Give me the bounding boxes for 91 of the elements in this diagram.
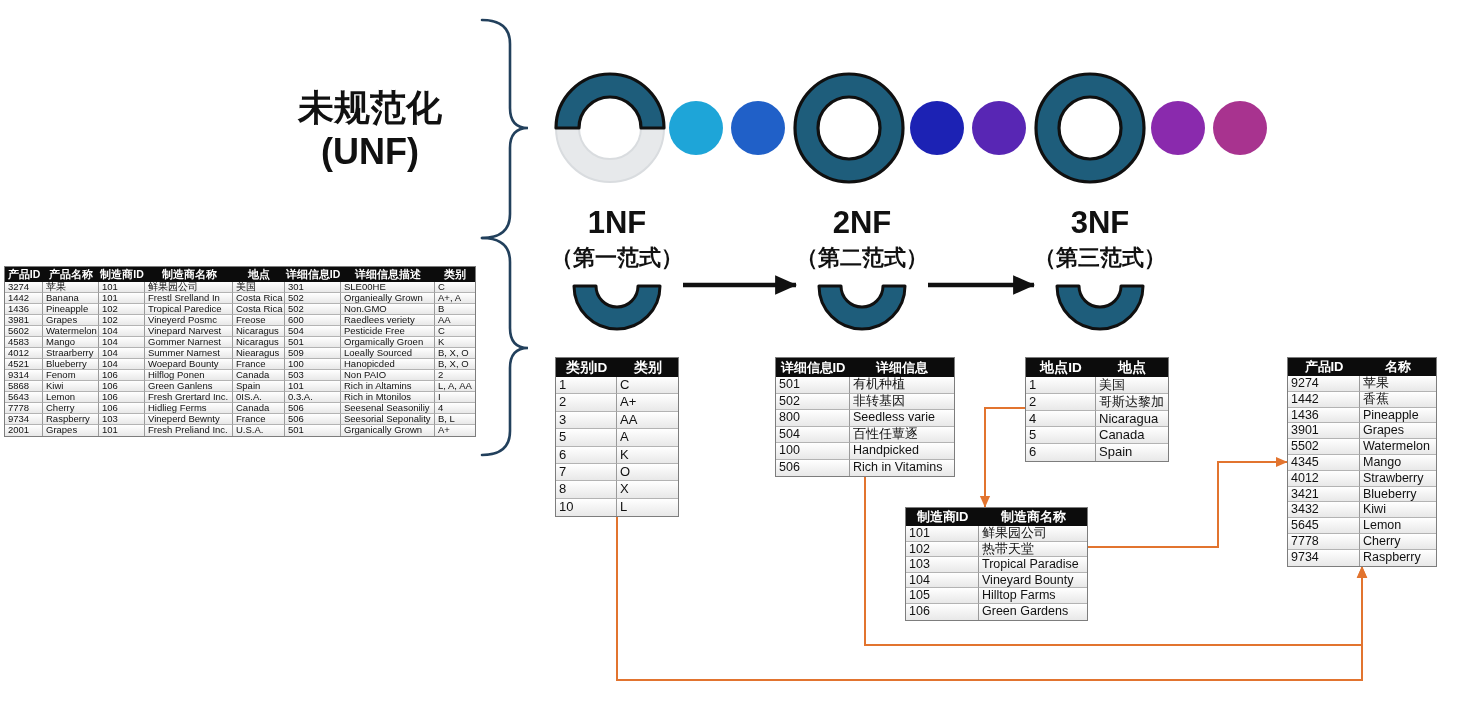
column-header: 详细信息描述 [341, 267, 435, 282]
table-cell: C [435, 326, 475, 337]
table-cell: 501 [285, 425, 341, 436]
stage-title: 1NF [587, 205, 647, 241]
column-header: 制造商名称 [979, 508, 1087, 526]
stage-title: 2NF [832, 205, 892, 241]
table-cell: B, L [435, 414, 475, 425]
table-cell: A+ [617, 394, 678, 412]
table-cell: Canada [1096, 427, 1168, 445]
arrow [864, 476, 1368, 646]
table-cell: 1 [1026, 377, 1096, 394]
table-cell: Lemon [1360, 518, 1436, 534]
table-cell: C [435, 282, 475, 293]
table-cell: 2 [556, 394, 617, 412]
table-cell: X [617, 481, 678, 499]
data-table [1025, 357, 1169, 462]
table-cell: 5502 [1288, 439, 1360, 455]
table-cell: 105 [906, 588, 979, 604]
table-cell: 9274 [1288, 376, 1360, 392]
stage-subtitle: （第二范式） [796, 244, 928, 272]
table-cell: 100 [776, 443, 850, 460]
column-header: 地点 [233, 267, 285, 282]
table-cell: Tropical Paradise [979, 557, 1087, 573]
column-header: 产品名称 [43, 267, 99, 282]
column-header: 制造商ID [99, 267, 145, 282]
table-cell: 101 [906, 526, 979, 542]
table-cell: I [435, 392, 475, 403]
table-cell: 8 [556, 481, 617, 499]
column-header: 详细信息 [850, 358, 954, 377]
table-cell: Watermelon [1360, 439, 1436, 455]
table-cell: Seedless varie [850, 410, 954, 427]
column-header: 产品ID [5, 267, 43, 282]
table-cell: Kiwi [1360, 502, 1436, 519]
column-header: 详细信息ID [776, 358, 850, 377]
column-header: 制造商名称 [145, 267, 233, 282]
column-header: 详细信息ID [285, 267, 341, 282]
column-header: 制造商ID [906, 508, 979, 526]
data-table [1287, 357, 1437, 567]
table-cell: 800 [776, 410, 850, 427]
table-cell: 101 [99, 425, 145, 436]
table-cell: AA [435, 315, 475, 326]
table-cell: 5 [1026, 427, 1096, 445]
section-heading: 未规范化 (UNF) [297, 86, 443, 174]
table-cell: 3432 [1288, 502, 1360, 519]
column-header: 产品ID [1288, 358, 1360, 376]
table-cell: Hilltop Farms [979, 588, 1087, 604]
column-header: 类别 [435, 267, 475, 282]
table-cell: Handpicked [850, 443, 954, 460]
table-cell: 5645 [1288, 518, 1360, 534]
table-cell: 6 [1026, 444, 1096, 461]
table-cell: A+, A [435, 293, 475, 304]
table-cell: 5 [556, 429, 617, 447]
column-header: 地点 [1096, 358, 1168, 377]
arrow [979, 407, 1026, 508]
table-cell: 苹果 [1360, 376, 1436, 392]
table-cell: U.S.A. [233, 425, 285, 436]
table-cell: Spain [1096, 444, 1168, 461]
table-cell: C [617, 377, 678, 395]
table-cell: 1 [556, 377, 617, 395]
data-table [555, 357, 679, 518]
table-cell: 501 [776, 377, 850, 394]
stage-subtitle: （第一范式） [551, 244, 683, 272]
column-header: 地点ID [1026, 358, 1096, 377]
column-header: 类别ID [556, 358, 617, 377]
data-table [905, 507, 1088, 621]
table-cell: 103 [906, 557, 979, 573]
table-cell: Grapes [43, 425, 99, 436]
column-header: 类别 [617, 358, 678, 377]
arrow [1087, 456, 1288, 548]
table-cell: A [617, 429, 678, 447]
stage-subtitle: （第三范式） [1034, 244, 1166, 272]
table-cell: Fresh Preliand Inc. [145, 425, 233, 436]
table-cell: Grganically Grown [341, 425, 435, 436]
table-cell: A+ [435, 425, 475, 436]
table-cell: 有机种植 [850, 377, 954, 394]
table-cell: 3901 [1288, 423, 1360, 440]
arrow [928, 275, 1036, 295]
table-cell: B [435, 304, 475, 315]
table-cell: 2001 [5, 425, 43, 436]
table-cell: 4 [435, 403, 475, 414]
table-cell: Grapes [1360, 423, 1436, 440]
table-cell: 美国 [1096, 377, 1168, 394]
data-table [4, 266, 476, 437]
column-header: 名称 [1360, 358, 1436, 376]
stage-title: 3NF [1070, 205, 1130, 241]
table-cell: 2 [435, 370, 475, 381]
table-cell: 鲜果园公司 [979, 526, 1087, 542]
arrow [683, 275, 798, 295]
table-cell: K [435, 337, 475, 348]
data-table [775, 357, 955, 477]
table-cell: 101 [285, 381, 341, 392]
